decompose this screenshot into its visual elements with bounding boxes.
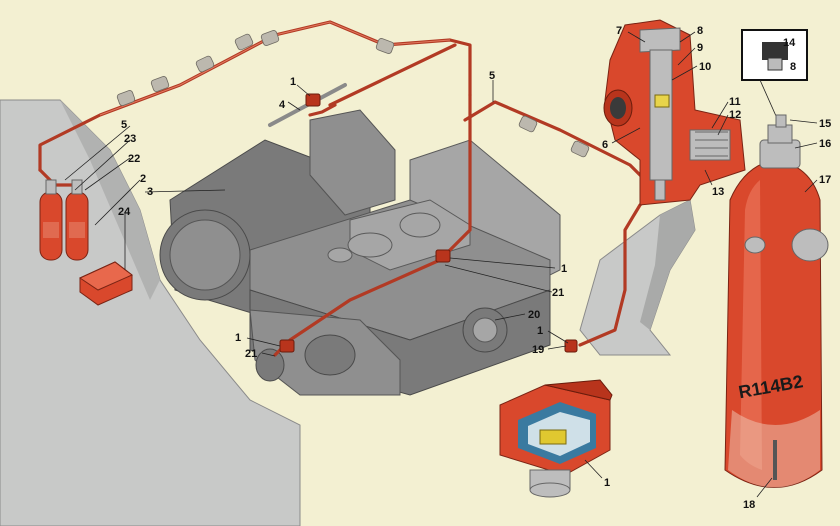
callout-15: 15: [819, 118, 831, 130]
callout-9: 9: [697, 42, 703, 54]
callout-21-center: 21: [552, 287, 564, 299]
callout-1-top: 1: [290, 76, 296, 88]
callout-3: 3: [147, 186, 153, 198]
heat-detector-center: [435, 249, 451, 263]
heat-detector-lower: [279, 339, 295, 353]
leader-lines: [64, 31, 818, 498]
callout-13: 13: [712, 186, 724, 198]
valve-detail-part: [762, 42, 788, 60]
callout-19: 19: [532, 344, 544, 356]
valve-detail-seat: [767, 57, 783, 71]
callout-22: 22: [128, 153, 140, 165]
callout-8-valve: 8: [697, 25, 703, 37]
callout-17: 17: [819, 174, 831, 186]
right-hull-shading: [640, 200, 695, 330]
callout-1-cutaway: 1: [604, 477, 610, 489]
engine-block: [159, 109, 561, 396]
control-box-top: [78, 261, 133, 291]
valve-cutaway: [603, 19, 746, 206]
callout-11: 11: [729, 96, 741, 108]
extinguisher-bottle: [724, 114, 829, 488]
small-extinguisher-bottles: [39, 179, 89, 261]
heat-detector-top: [305, 93, 321, 107]
callout-20: 20: [528, 309, 540, 321]
callout-18: 18: [743, 499, 755, 511]
callout-6: 6: [602, 139, 608, 151]
callout-5-left: 5: [121, 119, 127, 131]
callout-1-center: 1: [561, 263, 567, 275]
callout-12: 12: [729, 109, 741, 121]
callout-23: 23: [124, 133, 136, 145]
callout-14: 14: [783, 37, 796, 49]
callout-8-inset: 8: [790, 61, 796, 73]
callout-2: 2: [140, 173, 146, 185]
heat-detector-cutaway: [499, 379, 613, 498]
callout-7: 7: [616, 25, 622, 37]
pipe-clips: [116, 30, 590, 158]
callout-1-right: 1: [537, 325, 543, 337]
callout-10: 10: [699, 61, 711, 73]
callout-16: 16: [819, 138, 831, 150]
callout-24: 24: [118, 206, 131, 218]
callout-5-right: 5: [489, 70, 495, 82]
heat-detector-right: [564, 339, 578, 353]
left-hull-shading: [60, 100, 160, 300]
callout-1-lower: 1: [235, 332, 241, 344]
callout-4: 4: [279, 99, 286, 111]
callout-21-lower: 21: [245, 348, 257, 360]
